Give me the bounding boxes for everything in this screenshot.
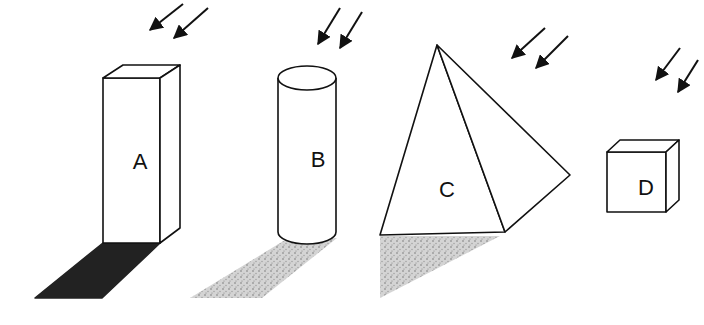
- shape-letter: B: [311, 149, 326, 171]
- cylinder-b: [190, 66, 337, 298]
- light-rays: [150, 4, 698, 92]
- shape-letter: C: [439, 179, 455, 201]
- cube-d: [607, 140, 679, 212]
- cylinder-label: B: [307, 146, 330, 174]
- prism-a: [35, 65, 180, 298]
- prism-label: A: [129, 148, 152, 176]
- pyramid-c: [380, 45, 570, 298]
- pyramid-label: C: [435, 176, 459, 204]
- shape-letter: D: [638, 177, 654, 199]
- cube-label: D: [634, 174, 658, 202]
- shape-letter: A: [133, 151, 148, 173]
